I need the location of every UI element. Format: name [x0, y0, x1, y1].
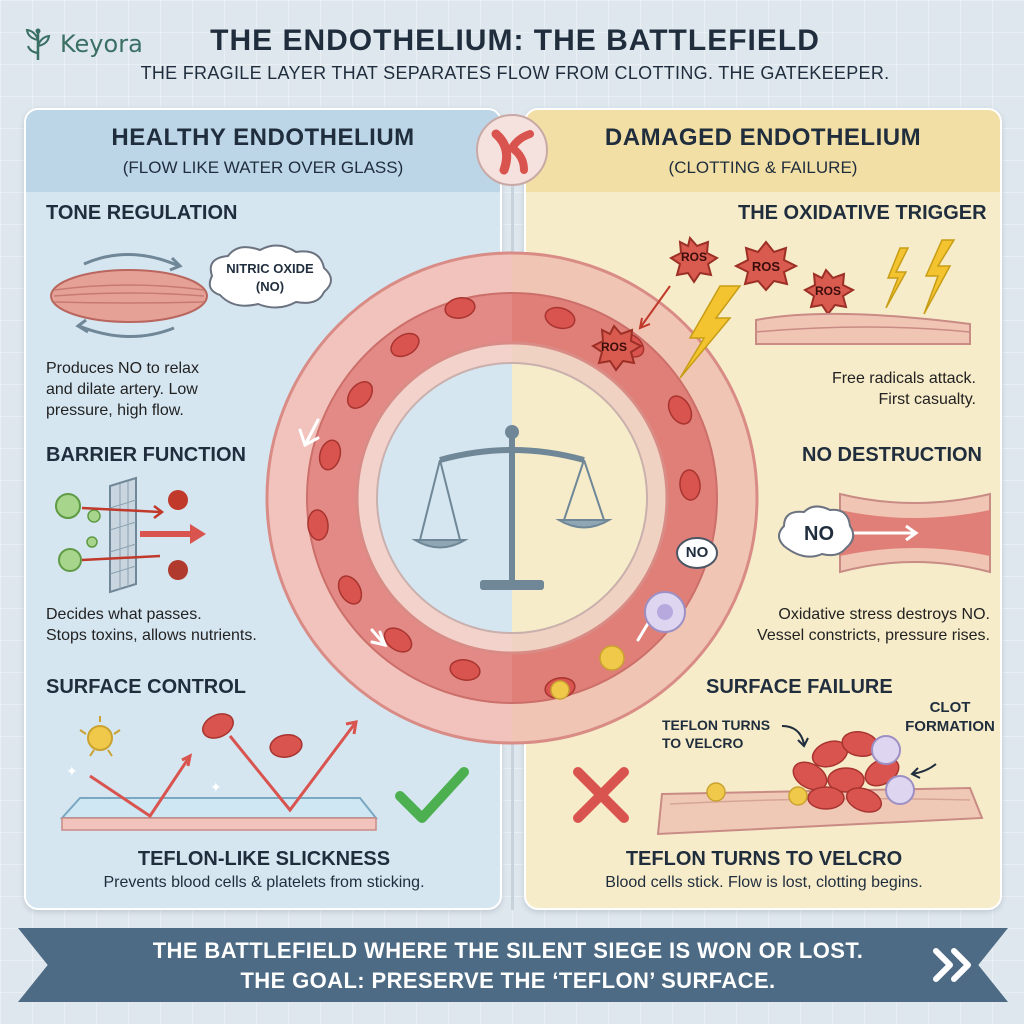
- no-destruction-text-line: Oxidative stress destroys NO.: [778, 606, 990, 623]
- platelets-ring: [550, 591, 686, 700]
- ros-attack-illustration: [591, 235, 971, 379]
- healthy-subtitle: (FLOW LIKE WATER OVER GLASS): [122, 158, 404, 177]
- footer-line-2: THE GOAL: PRESERVE THE ‘TEFLON’ SURFACE.: [240, 968, 776, 993]
- teflon-velcro-text: Blood cells stick. Flow is lost, clottin…: [605, 874, 923, 891]
- nitric-oxide-cloud: [208, 244, 332, 309]
- footer-banner: THE BATTLEFIELD WHERE THE SILENT SIEGE I…: [18, 928, 1008, 1002]
- svg-text:✦: ✦: [66, 763, 78, 779]
- check-icon: [395, 767, 469, 823]
- oxidative-trigger-text: Free radicals attack. First casualty.: [780, 368, 976, 410]
- tone-regulation-text: Produces NO to relax and dilate artery. …: [46, 358, 199, 421]
- flow-arrows: [298, 418, 652, 648]
- teflon-velcro-label-line: TEFLON TURNS: [662, 717, 771, 733]
- no-destruction-title: NO DESTRUCTION: [802, 444, 982, 466]
- tone-text-line: Produces NO to relax: [46, 360, 199, 377]
- barrier-text-line: Decides what passes.: [46, 606, 202, 623]
- oxidative-trigger-title: THE OXIDATIVE TRIGGER: [738, 202, 987, 224]
- ring-no-bubble: [676, 537, 718, 569]
- surface-control-title: SURFACE CONTROL: [46, 676, 246, 698]
- cross-icon: [573, 767, 629, 823]
- double-chevron-icon: [933, 948, 971, 982]
- barrier-function-title: BARRIER FUNCTION: [46, 444, 246, 466]
- tone-regulation-title: TONE REGULATION: [46, 202, 238, 224]
- ros-label-1: ROS: [680, 250, 707, 264]
- tone-text-line: pressure, high flow.: [46, 402, 184, 419]
- page-subtitle: THE FRAGILE LAYER THAT SEPARATES FLOW FR…: [140, 63, 890, 83]
- barrier-text-line: Stops toxins, allows nutrients.: [46, 627, 257, 644]
- clot-illustration: [656, 725, 984, 836]
- muscle-fiber-icon: [50, 252, 208, 338]
- page-title: THE ENDOTHELIUM: THE BATTLEFIELD: [210, 24, 820, 57]
- damaged-panel-header: DAMAGED ENDOTHELIUM (CLOTTING & FAILURE): [526, 110, 1000, 192]
- ros-label-2: ROS: [751, 259, 781, 274]
- teflon-surface-illustration: ✦ ✦: [59, 713, 379, 831]
- svg-text:✦: ✦: [210, 779, 222, 795]
- no-destruction-text: Oxidative stress destroys NO. Vessel con…: [700, 604, 990, 646]
- brand-logo: Keyora: [22, 26, 143, 62]
- clot-label-line: FORMATION: [905, 718, 995, 735]
- damaged-title: DAMAGED ENDOTHELIUM: [604, 124, 922, 151]
- clot-label-line: CLOT: [929, 699, 971, 716]
- footer-line-1: THE BATTLEFIELD WHERE THE SILENT SIEGE I…: [152, 938, 864, 963]
- nitric-oxide-label: NITRIC OXIDE: [226, 261, 314, 276]
- no-destruction-text-line: Vessel constricts, pressure rises.: [757, 627, 990, 644]
- clot-formation-label: CLOT FORMATION: [905, 698, 995, 736]
- teflon-velcro-title: TEFLON TURNS TO VELCRO: [625, 848, 903, 870]
- oxidative-text-line: Free radicals attack.: [831, 370, 976, 387]
- healthy-panel-header: HEALTHY ENDOTHELIUM (FLOW LIKE WATER OVE…: [26, 110, 500, 192]
- surface-failure-title: SURFACE FAILURE: [706, 676, 893, 698]
- teflon-slickness-title: TEFLON-LIKE SLICKNESS: [137, 848, 391, 870]
- tone-text-line: and dilate artery. Low: [46, 381, 198, 398]
- barrier-function-text: Decides what passes. Stops toxins, allow…: [46, 604, 257, 646]
- oxidative-text-line: First casualty.: [878, 391, 977, 408]
- teflon-slickness-text: Prevents blood cells & platelets from st…: [103, 874, 425, 891]
- damaged-subtitle: (CLOTTING & FAILURE): [668, 158, 858, 177]
- balance-scale-icon: [411, 425, 613, 590]
- barrier-filter-icon: [55, 476, 206, 594]
- teflon-velcro-label: TEFLON TURNS TO VELCRO: [662, 716, 770, 752]
- teflon-velcro-label-line: TO VELCRO: [662, 735, 744, 751]
- constricted-vessel-illustration: [778, 492, 991, 574]
- nitric-oxide-abbrev: (NO): [255, 279, 285, 294]
- artery-icon: [476, 114, 548, 186]
- ring-no-label: NO: [685, 544, 709, 561]
- healthy-title: HEALTHY ENDOTHELIUM: [111, 124, 415, 151]
- ros-label-3: ROS: [814, 284, 841, 298]
- brand-name: Keyora: [60, 30, 143, 58]
- no-cloud-label: NO: [804, 523, 834, 545]
- ros-label-4: ROS: [600, 340, 627, 354]
- leaf-icon: [25, 28, 51, 60]
